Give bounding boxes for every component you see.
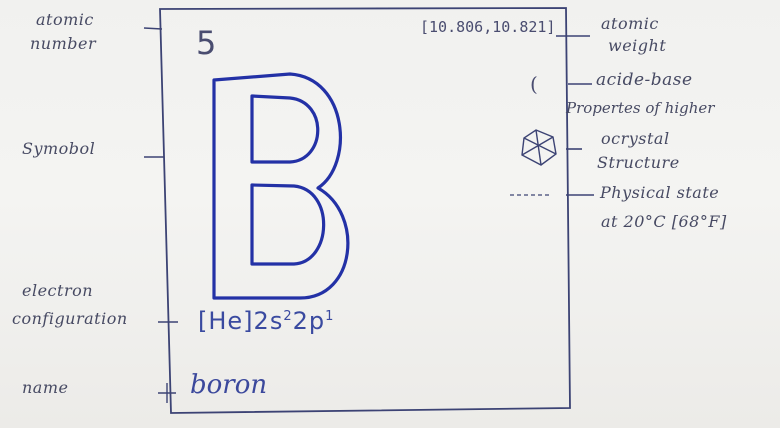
atomic-weight-value: [10.806,10.821]	[420, 18, 556, 36]
acid-base-label: acide-base	[596, 70, 693, 90]
atomic-weight-label-line1: atomic	[601, 14, 659, 33]
properties-of-higher-label: Propertes of higher	[566, 99, 715, 117]
hexagon-crystal-icon	[521, 129, 557, 166]
atomic-number-label-line1: atomic	[36, 10, 94, 29]
atomic-number-label-line2: number	[30, 34, 97, 53]
symbol-label: Symobol	[22, 139, 96, 158]
physical-state-label-line1: Physical state	[600, 183, 720, 202]
orbital-1: 2s	[253, 307, 284, 335]
element-name-value: boron	[190, 370, 268, 400]
symbol-outline	[212, 72, 350, 300]
orbital-2-superscript: 1	[325, 309, 335, 324]
electron-configuration-label-line2: configuration	[12, 309, 128, 328]
physical-state-label-line2: at 20°C [68°F]	[601, 212, 727, 231]
atomic-number-connector	[143, 27, 163, 30]
atomic-weight-label-line2: weight	[608, 36, 667, 55]
orbital-1-superscript: 2	[283, 309, 293, 324]
atomic-number-value: 5	[196, 24, 217, 62]
name-label: name	[22, 378, 69, 397]
crystal-label-line2: Structure	[597, 153, 680, 172]
electron-configuration-label-line1: electron	[22, 281, 94, 300]
element-card-border	[159, 7, 571, 414]
orbital-2: 2p	[292, 307, 326, 335]
electron-configuration-value: [He]2s22p1	[198, 307, 334, 335]
crystal-label-line1: ocrystal	[601, 129, 670, 148]
acid-base-mark: (	[530, 72, 539, 96]
crystal-icon-name: hexagon-crystal-icon	[520, 128, 560, 168]
element-symbol: B	[214, 74, 364, 300]
electron-configuration-core: [He]	[198, 307, 254, 335]
